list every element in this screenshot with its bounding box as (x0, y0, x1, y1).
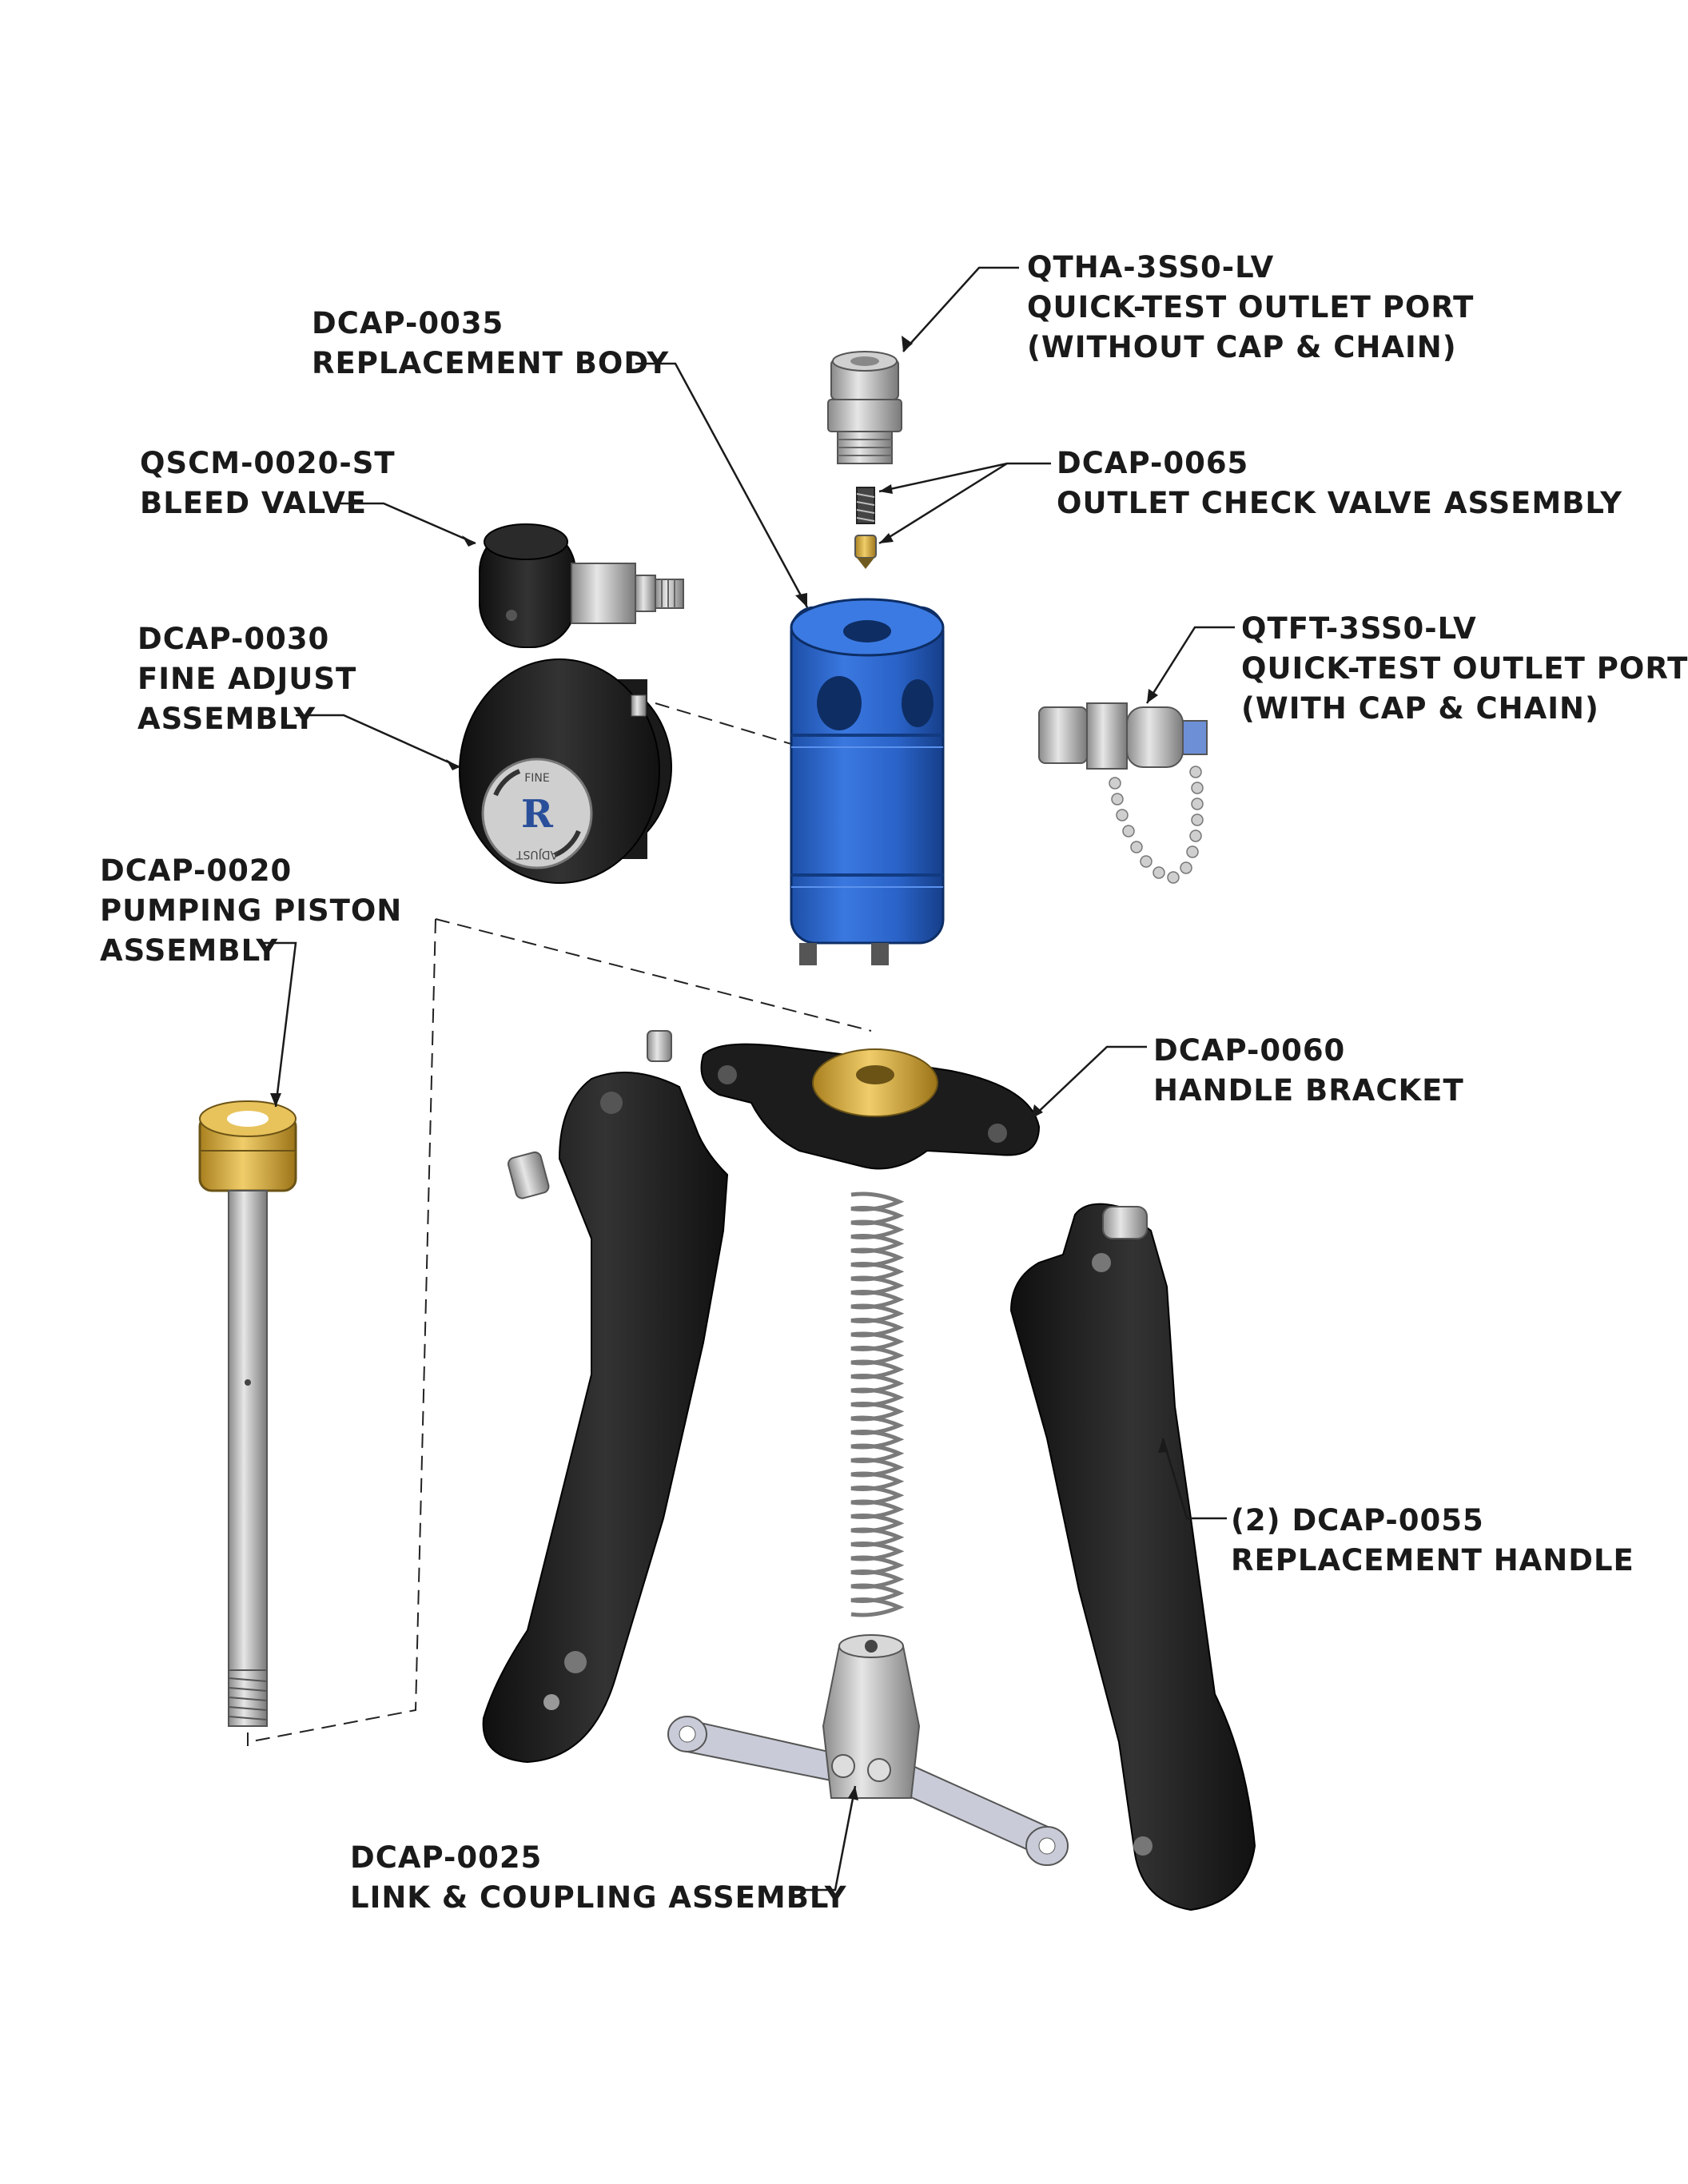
callout-fine-line-1: DCAP-0030 (137, 622, 330, 656)
callout-qtha-line-2: QUICK-TEST OUTLET PORT (1027, 290, 1475, 324)
callout-link-line-2: LINK & COUPLING ASSEMBLY (350, 1880, 847, 1915)
handle-bracket (508, 1030, 1041, 1199)
svg-text:R: R (521, 792, 554, 837)
replacement-body (790, 598, 945, 965)
knob-fine-text: FINE (524, 772, 550, 785)
callout-qtha-line-1: QTHA-3SS0-LV (1027, 250, 1275, 284)
fine-adjust-knob: R FINE ADJUST (459, 658, 672, 884)
callout-bracket-line-2: HANDLE BRACKET (1153, 1073, 1464, 1108)
callout-check-valve: DCAP-0065 OUTLET CHECK VALVE ASSEMBLY (1057, 444, 1622, 523)
bleed-valve (479, 523, 684, 648)
callout-check-line-2: OUTLET CHECK VALVE ASSEMBLY (1057, 486, 1623, 520)
callout-body-line-1: DCAP-0035 (312, 306, 504, 340)
callout-qtft-line-1: QTFT-3SS0-LV (1241, 611, 1477, 646)
callout-fine-line-3: ASSEMBLY (137, 702, 316, 736)
callout-bleed-line-2: BLEED VALVE (140, 486, 368, 520)
callout-body-line-2: REPLACEMENT BODY (312, 346, 670, 380)
callout-piston: DCAP-0020 PUMPING PISTON ASSEMBLY (100, 851, 402, 971)
callout-piston-line-3: ASSEMBLY (100, 933, 279, 968)
callout-fine-adjust: DCAP-0030 FINE ADJUST ASSEMBLY (137, 619, 356, 739)
callout-link-line-1: DCAP-0025 (350, 1840, 543, 1875)
right-handle (1009, 1203, 1256, 1911)
callout-qtft: QTFT-3SS0-LV QUICK-TEST OUTLET PORT (WIT… (1241, 609, 1688, 729)
link-coupling (667, 1634, 1069, 1866)
callout-qtft-line-3: (WITH CAP & CHAIN) (1241, 691, 1599, 726)
outlet-check-valve (854, 487, 877, 569)
leader-lines (260, 266, 1235, 1892)
return-spring (850, 1191, 905, 1617)
callout-handle-line-2: REPLACEMENT HANDLE (1231, 1543, 1634, 1577)
callout-body: DCAP-0035 REPLACEMENT BODY (312, 304, 669, 384)
callout-check-line-1: DCAP-0065 (1057, 446, 1249, 480)
callout-bracket: DCAP-0060 HANDLE BRACKET (1153, 1031, 1464, 1111)
knob-adjust-text: ADJUST (516, 848, 558, 861)
qtft-outlet-port (1038, 702, 1208, 884)
qtha-outlet-port (827, 351, 902, 464)
callout-qtft-line-2: QUICK-TEST OUTLET PORT (1241, 651, 1688, 686)
pumping-piston (198, 1100, 297, 1727)
left-handle (482, 1072, 729, 1764)
callout-qtha-line-3: (WITHOUT CAP & CHAIN) (1027, 330, 1457, 364)
callout-link: DCAP-0025 LINK & COUPLING ASSEMBLY (350, 1838, 847, 1918)
callout-bleed-line-1: QSCM-0020-ST (140, 446, 396, 480)
callout-handle: (2) DCAP-0055 REPLACEMENT HANDLE (1231, 1501, 1634, 1581)
callout-bleed: QSCM-0020-ST BLEED VALVE (140, 444, 396, 523)
callout-piston-line-1: DCAP-0020 (100, 853, 293, 888)
callout-qtha: QTHA-3SS0-LV QUICK-TEST OUTLET PORT (WIT… (1027, 248, 1474, 368)
callout-handle-line-1: (2) DCAP-0055 (1231, 1503, 1484, 1538)
callout-fine-line-2: FINE ADJUST (137, 662, 357, 696)
callout-bracket-line-1: DCAP-0060 (1153, 1033, 1346, 1068)
callout-piston-line-2: PUMPING PISTON (100, 893, 403, 928)
